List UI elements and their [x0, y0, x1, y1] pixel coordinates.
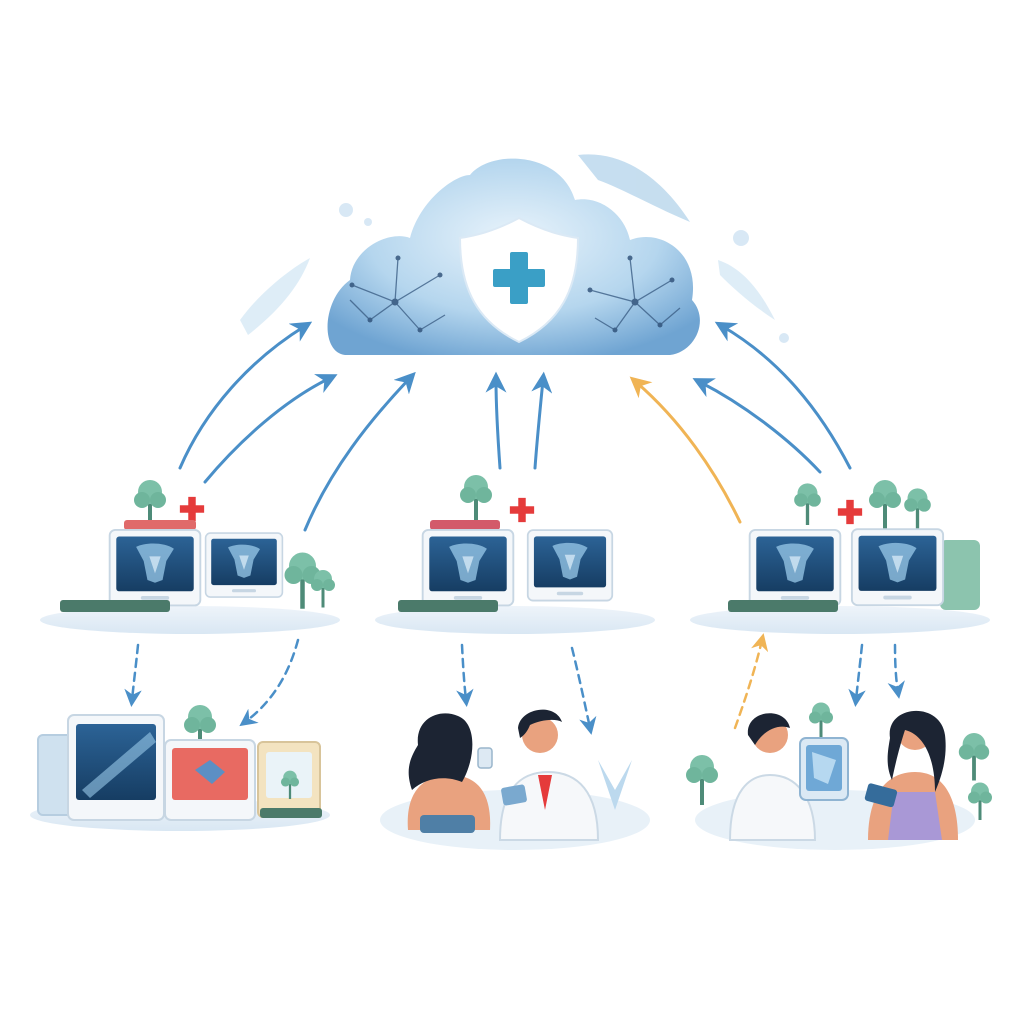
hospital-node-right: [690, 480, 990, 634]
uplink-arrows: [178, 321, 852, 532]
xray-monitor-icon: [526, 529, 614, 602]
platform: [40, 606, 340, 634]
cloud-node: [240, 154, 789, 355]
tree-icon: [460, 475, 492, 525]
xray-monitor-icon: [850, 528, 945, 607]
network-mesh-icon: [587, 255, 681, 333]
doctor-figure: [728, 713, 817, 841]
endpoint-imaging-devices: [30, 705, 330, 831]
tree-icon: [598, 760, 632, 810]
xray-monitor-icon: [421, 528, 515, 607]
arrow-hospital-left-to-devices: [239, 638, 300, 727]
tree-icon: [958, 733, 990, 781]
arrow-hospital-center-to-cloud: [531, 371, 553, 470]
side-panel: [940, 540, 980, 610]
arrow-hospital-left-to-cloud: [203, 374, 338, 484]
medical-cross-shield-icon: [458, 216, 580, 344]
tablet-xray-icon: [799, 737, 849, 801]
arrow-hospital-right-to-tablet: [887, 643, 905, 699]
arrow-hospital-left-to-cloud: [303, 371, 416, 532]
downlink-arrows: [124, 633, 905, 735]
keyboard-icon: [728, 600, 838, 612]
xray-monitor-icon: [108, 528, 202, 607]
platform: [375, 606, 655, 634]
tree-icon: [686, 755, 718, 805]
arrow-hospital-center-to-cloud: [485, 371, 507, 470]
tree-icon: [794, 483, 821, 525]
arrow-hospital-right-to-cloud: [692, 378, 822, 474]
tree-icon: [869, 480, 901, 530]
platform: [690, 606, 990, 634]
arrow-hospital-right-to-cloud: [714, 321, 852, 470]
patient-figure: [864, 710, 958, 840]
tree-icon: [904, 488, 931, 530]
hospital-node-center: [375, 475, 655, 634]
endpoint-patient-tablet-review: [686, 702, 992, 850]
arrow-tablet-to-hospital-right: [733, 633, 769, 730]
arrow-hospital-center-to-consult: [570, 646, 597, 735]
red-cross-icon: [179, 496, 205, 522]
keyboard-icon: [60, 600, 170, 612]
arrow-hospital-right-to-tablet: [848, 643, 866, 707]
doctor-figure: [498, 709, 600, 841]
device-top-bar: [430, 520, 500, 530]
red-cross-icon: [509, 497, 535, 523]
scanner-device-icon: [257, 741, 321, 818]
cloud-splash-decor: [240, 154, 789, 343]
patient-figure: [407, 713, 493, 833]
large-xray-monitor-icon: [67, 714, 165, 821]
red-cross-icon: [837, 499, 863, 525]
endpoint-doctor-patient-consult: [380, 709, 650, 850]
keyboard-icon: [398, 600, 498, 612]
arrow-hospital-left-to-devices: [124, 643, 142, 707]
device-top-bar: [124, 520, 196, 530]
arrow-hospital-left-to-cloud: [178, 321, 313, 470]
analysis-monitor-icon: [164, 739, 256, 821]
hospital-node-left: [40, 480, 340, 634]
xray-monitor-icon: [748, 528, 842, 607]
network-mesh-icon: [349, 255, 446, 333]
arrow-hospital-center-to-consult: [456, 643, 474, 707]
arrow-hospital-right-to-cloud: [629, 376, 742, 524]
tree-icon: [809, 702, 833, 740]
xray-monitor-icon: [204, 532, 284, 599]
base-bar: [260, 808, 322, 818]
